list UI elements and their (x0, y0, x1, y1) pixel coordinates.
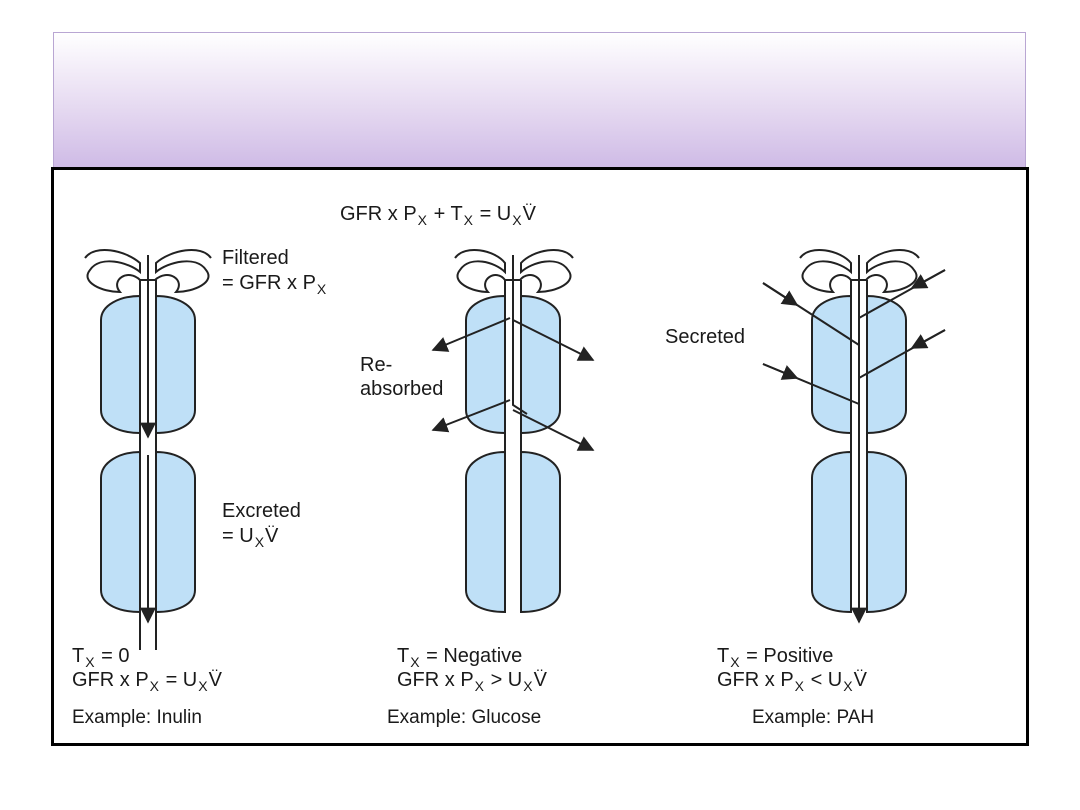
reabsorb-arrow-4 (512, 409, 595, 451)
tubule-segment-lower-right-a (811, 450, 852, 614)
right-t: T (717, 645, 730, 667)
label-filtered-formula: = GFR x PX (222, 272, 327, 297)
tubule-segment-upper-right-a (811, 294, 852, 435)
label-excreted: Excreted (222, 500, 301, 522)
filtered-formula: = GFR x P (222, 272, 316, 294)
tubule-segment-lower-left-b (155, 450, 196, 614)
reabsorb-arrow-2 (512, 319, 595, 361)
nephron-right (762, 249, 946, 624)
right-example: Example: PAH (752, 707, 875, 728)
eq-sub3: X (512, 212, 522, 228)
right-gfr-b: < U (805, 669, 843, 691)
tubule-segment-upper-right-b (866, 294, 907, 435)
middle-t-line: TX = Negative (397, 645, 523, 670)
left-example: Example: Inulin (72, 707, 202, 728)
middle-t-sub: X (410, 654, 420, 670)
excreted-formula: = U (222, 525, 254, 547)
label-secreted: Secreted (665, 326, 746, 348)
right-t-rest: = Positive (740, 645, 834, 667)
eq-sub1: X (417, 212, 428, 228)
left-t: T (72, 645, 85, 667)
flow-path-middle (512, 255, 528, 415)
tubule-segment-lower-left-a (100, 450, 141, 614)
label-reabsorbed-2: absorbed (360, 378, 444, 400)
tubule-segment-upper-middle-a (465, 294, 506, 435)
eq-eq: = U (474, 203, 512, 225)
right-gfr-line: GFR x PX < UXV (717, 669, 867, 694)
left-gfr-s2: X (198, 678, 208, 694)
tubule-segment-upper-middle-b (520, 294, 561, 435)
tubule-segment-lower-middle-a (465, 450, 506, 614)
left-gfr-line: GFR x PX = UXV (72, 669, 222, 694)
middle-example: Example: Glucose (387, 707, 542, 728)
left-t-sub: X (85, 654, 95, 670)
middle-t-rest: = Negative (420, 645, 523, 667)
middle-gfr-a: GFR x P (397, 669, 474, 691)
left-gfr-a: GFR x P (72, 669, 149, 691)
eq-lhs: GFR x P (340, 203, 417, 225)
right-gfr-v: V (854, 669, 867, 691)
left-gfr-v: V (209, 669, 222, 691)
tubule-segment-upper-left-b (155, 294, 196, 435)
filtered-sub: X (316, 281, 327, 297)
label-excreted-formula: = UXV (222, 525, 278, 550)
eq-sub2: X (463, 212, 474, 228)
right-gfr-a: GFR x P (717, 669, 794, 691)
middle-gfr-b: > U (485, 669, 523, 691)
eq-mid: + T (428, 203, 463, 225)
excreted-v: V (265, 525, 278, 547)
right-gfr-s2: X (843, 678, 853, 694)
middle-gfr-s1: X (474, 678, 485, 694)
tubule-segment-lower-right-b (866, 450, 907, 614)
secrete-arrow-2-head (910, 269, 946, 289)
secrete-arrow-3-head (762, 363, 799, 380)
nephron-middle (431, 249, 595, 614)
right-t-sub: X (730, 654, 740, 670)
left-gfr-s1: X (149, 678, 160, 694)
left-gfr-b: = U (160, 669, 198, 691)
right-gfr-s1: X (794, 678, 805, 694)
tubule-segment-upper-left-a (100, 294, 141, 435)
excreted-sub: X (254, 534, 265, 550)
eq-v: V (523, 203, 536, 225)
reabsorb-arrow-3 (431, 399, 511, 433)
middle-gfr-s2: X (523, 678, 533, 694)
right-t-line: TX = Positive (717, 645, 834, 670)
secrete-arrow-4-head (910, 329, 946, 349)
tubule-segment-lower-middle-b (520, 450, 561, 614)
left-t-rest: = 0 (95, 645, 130, 667)
label-filtered: Filtered (222, 247, 289, 269)
secrete-arrow-1-head (762, 282, 799, 306)
main-equation: GFR x PX + TX = UXV (340, 203, 536, 228)
label-reabsorbed-1: Re- (360, 354, 393, 376)
nephron-left (84, 249, 212, 650)
middle-gfr-v: V (534, 669, 547, 691)
middle-gfr-line: GFR x PX > UXV (397, 669, 547, 694)
reabsorb-arrow-1 (431, 317, 511, 352)
title-band (53, 32, 1026, 168)
middle-t: T (397, 645, 410, 667)
left-t-line: TX = 0 (72, 645, 130, 670)
